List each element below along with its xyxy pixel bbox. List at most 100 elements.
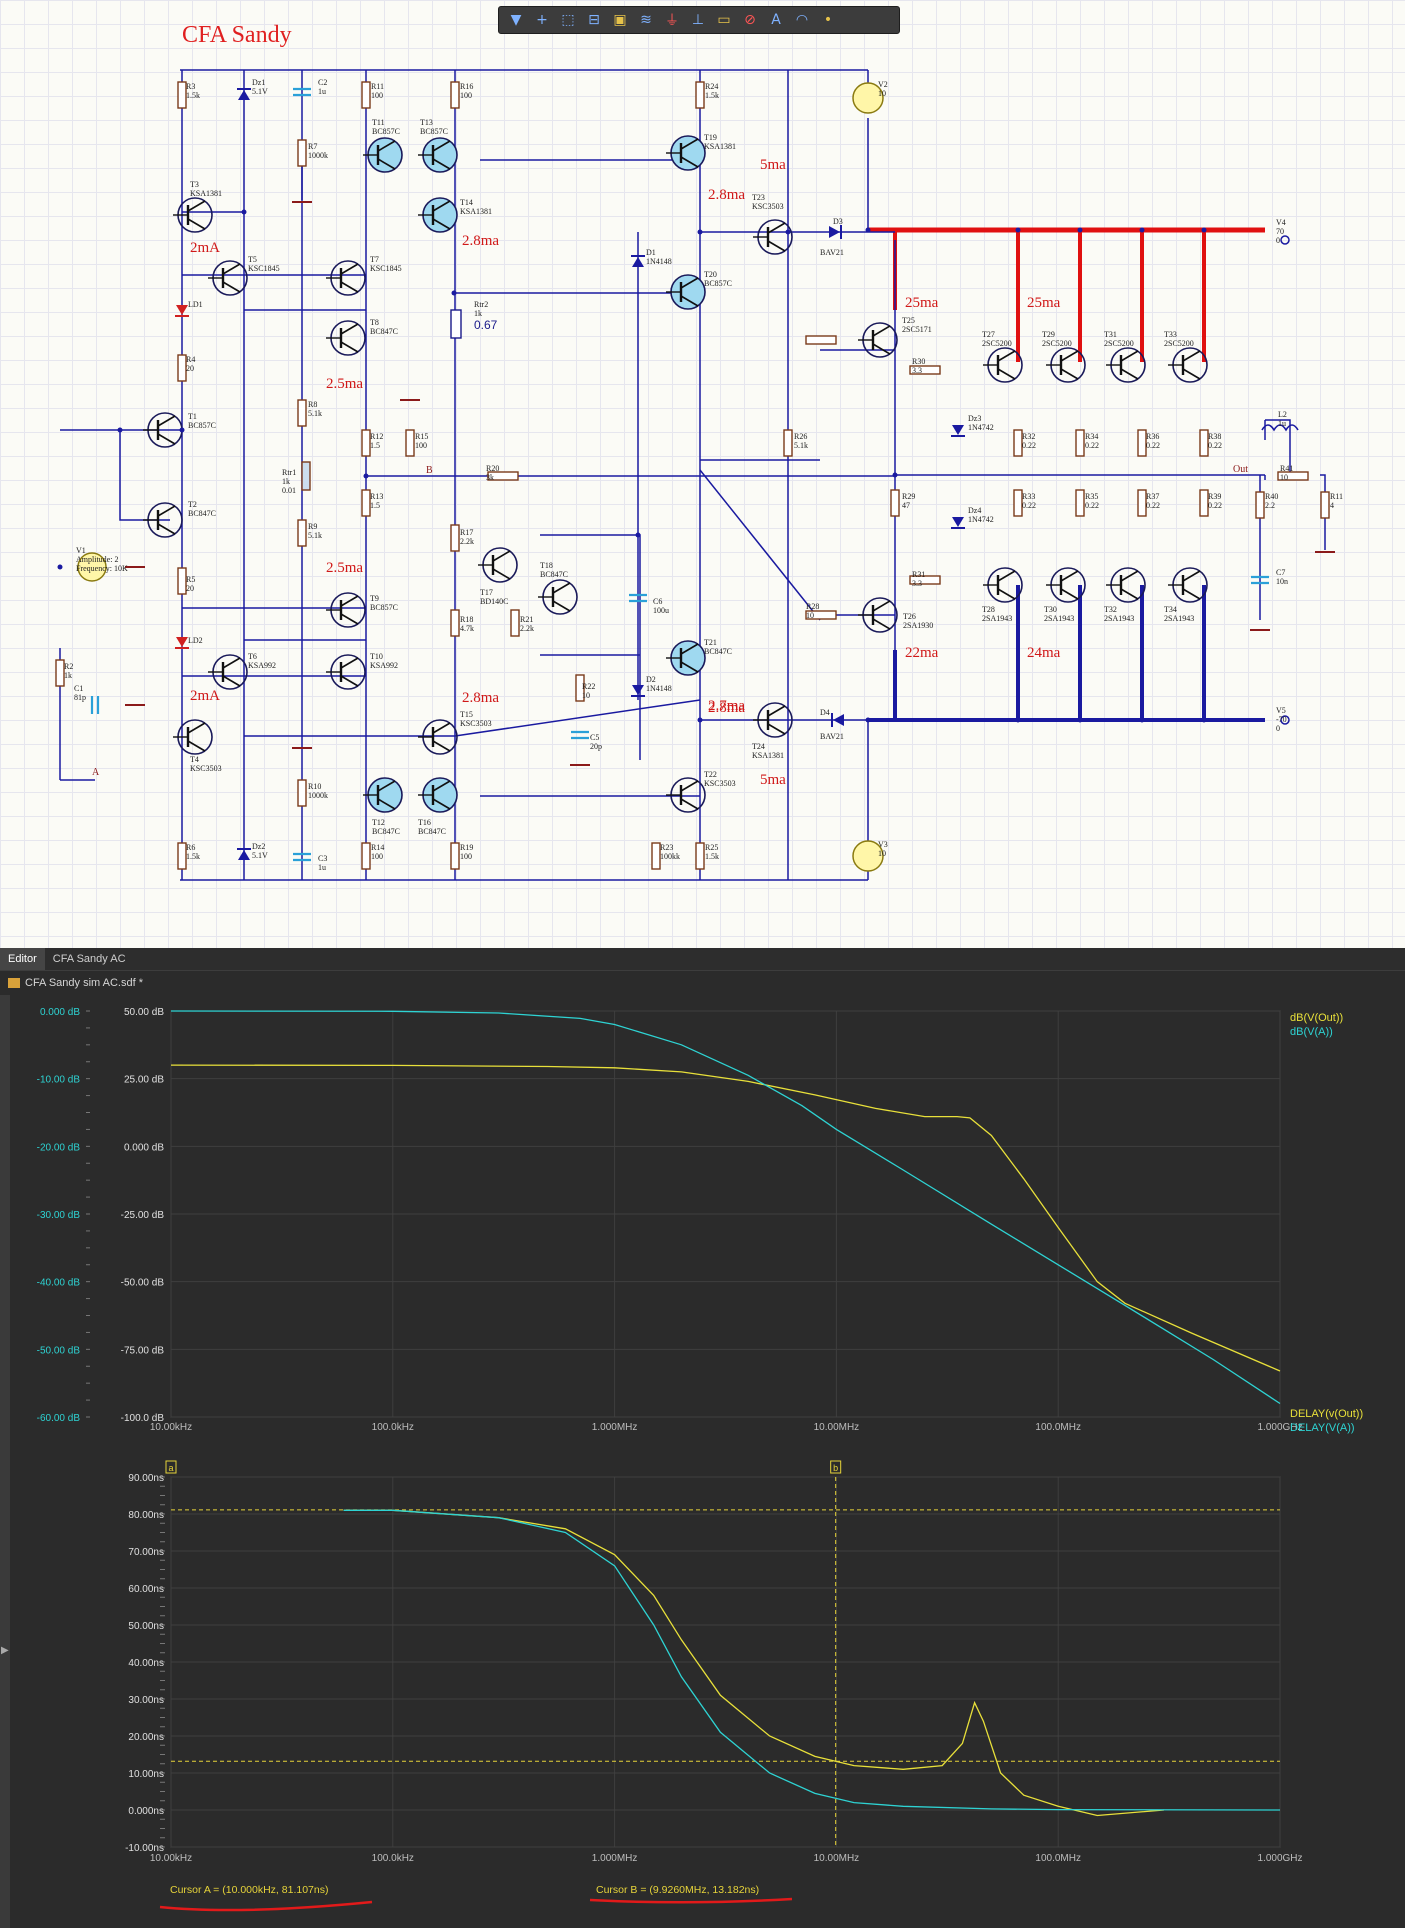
transistor-t7-emitter[interactable] xyxy=(340,281,359,293)
resistor-r6[interactable] xyxy=(177,842,187,870)
zener-dz2[interactable] xyxy=(238,850,250,860)
bus-icon[interactable]: ≋ xyxy=(640,12,652,28)
trimmer-rtr1[interactable] xyxy=(301,461,311,491)
led-ld2[interactable] xyxy=(176,637,188,647)
resistor-r11b[interactable] xyxy=(1320,491,1330,519)
resistor-r41[interactable] xyxy=(1277,471,1309,481)
transistor-t5-emitter[interactable] xyxy=(222,281,241,293)
filter-icon[interactable]: ▼ xyxy=(510,12,522,28)
resistor-r28[interactable] xyxy=(805,610,837,620)
transistor-t3-collector[interactable] xyxy=(187,200,206,212)
resistor-r18[interactable] xyxy=(450,609,460,637)
net-label-icon[interactable]: ⊥ xyxy=(691,12,705,28)
legend-delay-vout[interactable]: DELAY(v(Out)) xyxy=(1290,1408,1364,1420)
transistor-t17-emitter[interactable] xyxy=(492,568,511,580)
voltage-source-v3[interactable] xyxy=(852,840,884,872)
resistor-r36[interactable] xyxy=(1137,429,1147,457)
transistor-t21-emitter[interactable] xyxy=(680,661,699,673)
transistor-t14-collector[interactable] xyxy=(432,200,451,212)
port-v5[interactable] xyxy=(1280,715,1290,725)
resistor-r4[interactable] xyxy=(177,354,187,382)
legend-db-vout[interactable]: dB(V(Out)) xyxy=(1290,1012,1344,1024)
transistor-t9-emitter[interactable] xyxy=(340,613,359,625)
transistor-t18-emitter[interactable] xyxy=(552,600,571,612)
transistor-t26-emitter[interactable] xyxy=(872,618,891,630)
resistor-r39[interactable] xyxy=(1199,489,1209,517)
gain-series-0[interactable] xyxy=(170,1064,1281,1372)
resistor-r21[interactable] xyxy=(510,609,520,637)
transistor-t4-collector[interactable] xyxy=(187,722,206,734)
transistor-t20-collector[interactable] xyxy=(680,277,699,289)
zener-dz1[interactable] xyxy=(238,90,250,100)
transistor-t13-emitter[interactable] xyxy=(432,158,451,170)
arc-icon[interactable]: ◠ xyxy=(795,12,809,28)
cursor-b-readout[interactable]: Cursor B = (9.9260MHz, 13.182ns) xyxy=(596,1884,760,1896)
transistor-t2-collector[interactable] xyxy=(157,505,176,517)
resistor-r11[interactable] xyxy=(361,81,371,109)
resistor-r3[interactable] xyxy=(177,81,187,109)
transistor-t12-emitter[interactable] xyxy=(377,798,396,810)
transistor-t27-collector[interactable] xyxy=(997,350,1016,362)
tab-cfa-sandy-ac[interactable]: CFA Sandy AC xyxy=(52,953,126,965)
transistor-t15-collector[interactable] xyxy=(432,722,451,734)
transistor-t22-collector[interactable] xyxy=(680,780,699,792)
transistor-t4-emitter[interactable] xyxy=(187,740,206,752)
transistor-t28-collector[interactable] xyxy=(997,570,1016,582)
transistor-t15-emitter[interactable] xyxy=(432,740,451,752)
transistor-t6-emitter[interactable] xyxy=(222,675,241,687)
transistor-t10-collector[interactable] xyxy=(340,657,359,669)
transistor-t31-collector[interactable] xyxy=(1120,350,1139,362)
voltage-source-v1[interactable] xyxy=(77,552,107,582)
transistor-t32-collector[interactable] xyxy=(1120,570,1139,582)
transistor-t5-collector[interactable] xyxy=(222,263,241,275)
resistor-r24[interactable] xyxy=(695,81,705,109)
resistor-r17[interactable] xyxy=(450,524,460,552)
transistor-t33-emitter[interactable] xyxy=(1182,368,1201,380)
transistor-t21-collector[interactable] xyxy=(680,643,699,655)
transistor-t11-emitter[interactable] xyxy=(377,158,396,170)
diode-d2[interactable] xyxy=(632,685,644,695)
crosshair-icon[interactable]: + xyxy=(536,12,548,28)
port-icon[interactable]: ▭ xyxy=(717,12,731,28)
resistor-r12[interactable] xyxy=(361,429,371,457)
align-icon[interactable]: ⊟ xyxy=(588,12,600,28)
zener-dz4[interactable] xyxy=(952,517,964,527)
transistor-t9-collector[interactable] xyxy=(340,595,359,607)
resistor-r33[interactable] xyxy=(1013,489,1023,517)
cursor-a-readout[interactable]: Cursor A = (10.000kHz, 81.107ns) xyxy=(170,1884,329,1896)
resistor-r26[interactable] xyxy=(783,429,793,457)
trimmer-rtr2[interactable] xyxy=(450,309,462,339)
delay-series-1[interactable] xyxy=(343,1509,1281,1811)
transistor-t16-collector[interactable] xyxy=(432,780,451,792)
inductor-l2[interactable] xyxy=(1261,424,1299,432)
transistor-t22-emitter[interactable] xyxy=(680,798,699,810)
resistor-r40[interactable] xyxy=(1255,491,1265,519)
resistor-r9[interactable] xyxy=(297,519,307,547)
transistor-t19-collector[interactable] xyxy=(680,138,699,150)
resistor-r20[interactable] xyxy=(487,471,519,481)
resistor-r38[interactable] xyxy=(1199,429,1209,457)
transistor-t2-emitter[interactable] xyxy=(157,523,176,535)
resistor-r5[interactable] xyxy=(177,567,187,595)
diode-d1[interactable] xyxy=(632,257,644,267)
transistor-t20-emitter[interactable] xyxy=(680,295,699,307)
transistor-t29-emitter[interactable] xyxy=(1060,368,1079,380)
transistor-t24-emitter[interactable] xyxy=(767,723,786,735)
resistor-r16[interactable] xyxy=(450,81,460,109)
error-icon[interactable]: ⊘ xyxy=(744,12,756,28)
cursor-b-flag[interactable] xyxy=(830,1460,842,1474)
resistor-r35[interactable] xyxy=(1075,489,1085,517)
document-name[interactable]: CFA Sandy sim AC.sdf * xyxy=(25,977,143,989)
zener-dz3[interactable] xyxy=(952,425,964,435)
junction-icon[interactable]: • xyxy=(823,12,833,28)
left-collapse-bar[interactable] xyxy=(0,995,10,1928)
transistor-t34-collector[interactable] xyxy=(1182,570,1201,582)
transistor-t27-emitter[interactable] xyxy=(997,368,1016,380)
resistor-r22[interactable] xyxy=(575,674,585,702)
legend-db-va[interactable]: dB(V(A)) xyxy=(1290,1026,1333,1038)
resistor-r10[interactable] xyxy=(297,779,307,807)
transistor-t25-collector[interactable] xyxy=(872,325,891,337)
